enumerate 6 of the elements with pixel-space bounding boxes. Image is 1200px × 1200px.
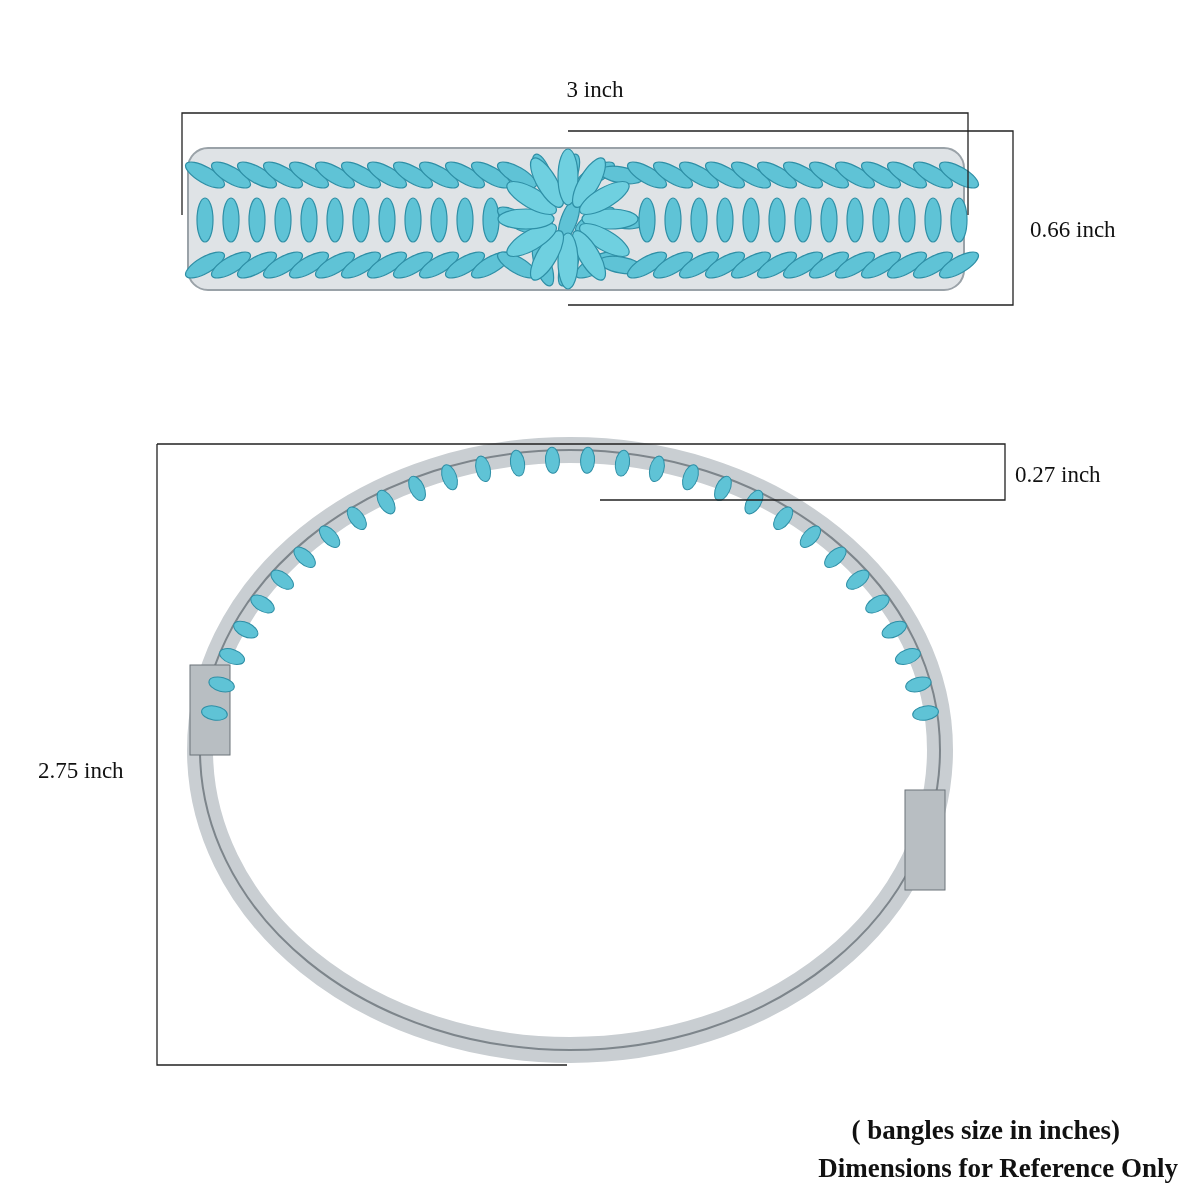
- dimension-label: 0.66 inch: [1030, 218, 1116, 241]
- dimension-label: 3 inch: [566, 78, 624, 101]
- note-text: Dimensions for Reference Only: [818, 1155, 1178, 1182]
- note-text: ( bangles size in inches): [851, 1117, 1120, 1144]
- dimension-label: 2.75 inch: [38, 759, 124, 782]
- dimension-label: 0.27 inch: [1015, 463, 1101, 486]
